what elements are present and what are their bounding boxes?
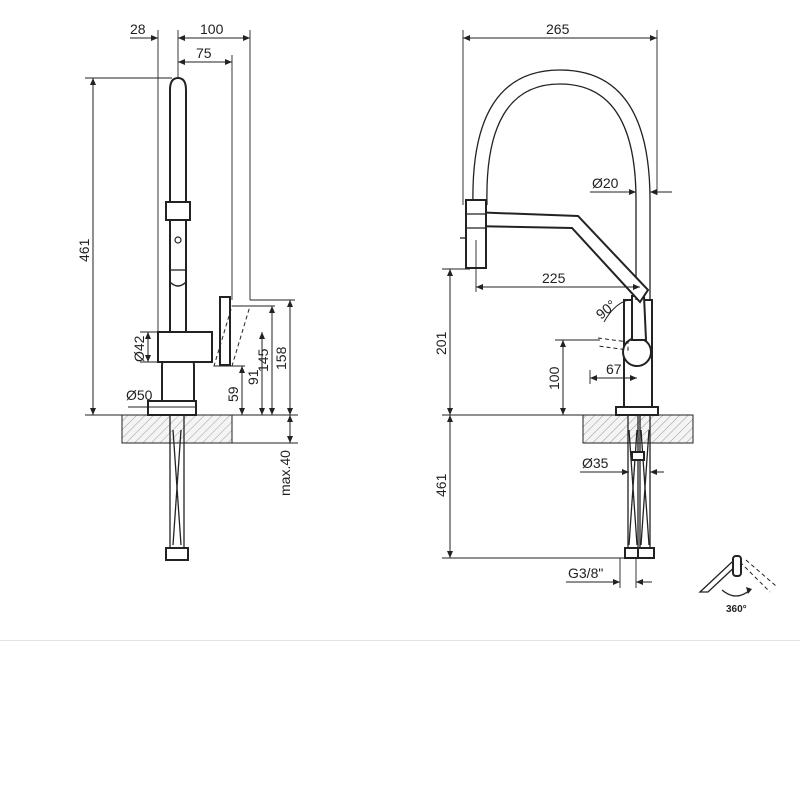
side-dim-max40: max.40 <box>277 450 293 496</box>
side-collar <box>165 201 191 221</box>
front-dim-100: 100 <box>546 366 562 390</box>
front-dim-265: 265 <box>546 21 570 37</box>
front-dim-67: 67 <box>606 361 622 377</box>
side-dim-145: 145 <box>255 348 271 372</box>
side-dim-59: 59 <box>225 386 241 402</box>
front-dim-d35: Ø35 <box>582 455 609 471</box>
side-view: 28 100 75 461 Ø42 Ø50 59 91 145 158 max.… <box>76 21 298 561</box>
side-dim-d42: Ø42 <box>131 335 147 362</box>
front-dim-201: 201 <box>433 331 449 355</box>
front-view: 265 Ø20 225 90° 201 100 67 Ø35 461 G3/8" <box>433 21 694 588</box>
side-dim-461: 461 <box>76 238 92 262</box>
rotation-label: 360° <box>726 604 747 615</box>
side-dim-75: 75 <box>196 45 212 61</box>
front-dim-g38: G3/8" <box>568 565 603 581</box>
front-dim-d20: Ø20 <box>592 175 619 191</box>
front-lever-dashed <box>597 337 629 351</box>
side-countertop <box>121 414 233 444</box>
side-button <box>174 236 182 244</box>
front-horizontal-spout <box>469 210 650 304</box>
side-dim-158: 158 <box>273 346 289 370</box>
side-dim-d50: Ø50 <box>126 387 153 403</box>
technical-drawing: 28 100 75 461 Ø42 Ø50 59 91 145 158 max.… <box>0 21 800 641</box>
front-base-plate <box>615 406 659 416</box>
side-dim-28: 28 <box>130 21 146 37</box>
side-dim-91: 91 <box>245 369 261 385</box>
side-mixing-block <box>157 331 213 363</box>
front-nut-right <box>637 547 655 559</box>
front-dim-461: 461 <box>433 473 449 497</box>
front-arch-spout <box>472 69 651 300</box>
side-dim-100: 100 <box>200 21 224 37</box>
front-dim-90deg: 90° <box>593 296 620 322</box>
side-base-plate <box>147 400 197 416</box>
front-lever <box>631 295 648 341</box>
side-hose-nut <box>165 547 189 561</box>
rotation-360-icon: 360° <box>698 555 777 615</box>
front-dim-225: 225 <box>542 270 566 286</box>
